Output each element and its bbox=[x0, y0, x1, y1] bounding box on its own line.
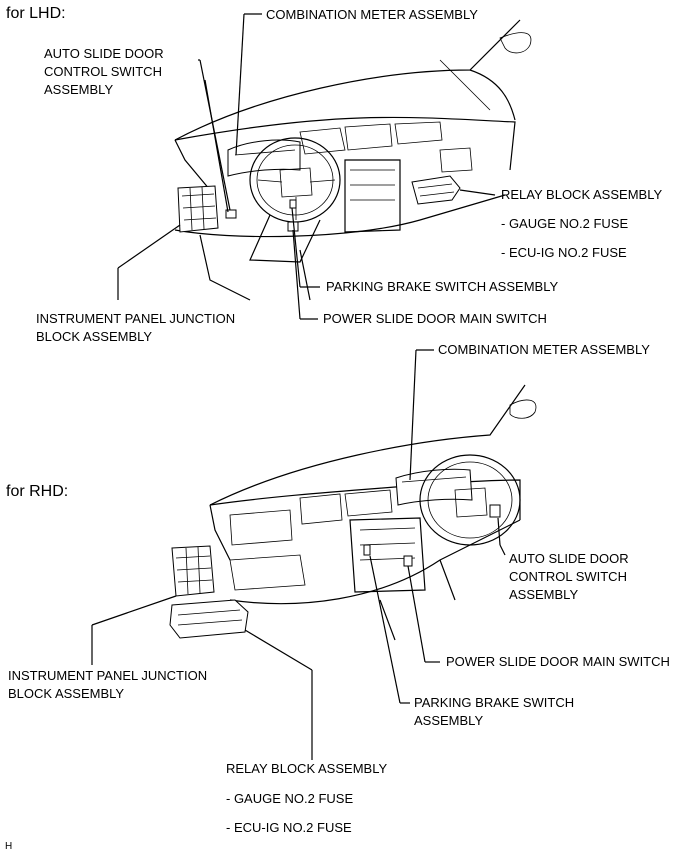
lhd-combination-meter-label: COMBINATION METER ASSEMBLY bbox=[266, 7, 478, 22]
rhd-junction-block-label: INSTRUMENT PANEL JUNCTION BLOCK ASSEMBLY bbox=[8, 668, 208, 701]
lhd-dashboard-drawing bbox=[174, 19, 532, 301]
rhd-relay-block-label: RELAY BLOCK ASSEMBLY bbox=[226, 761, 388, 776]
lhd-power-slide-door-label: POWER SLIDE DOOR MAIN SWITCH bbox=[323, 311, 547, 326]
rhd-power-slide-door-label: POWER SLIDE DOOR MAIN SWITCH bbox=[446, 654, 670, 669]
lhd-relay-block-label: RELAY BLOCK ASSEMBLY bbox=[501, 187, 663, 202]
lhd-auto-slide-door-label: AUTO SLIDE DOOR CONTROL SWITCH ASSEMBLY bbox=[44, 46, 164, 97]
lhd-gauge-fuse-label: - GAUGE NO.2 FUSE bbox=[501, 216, 629, 231]
footer-mark: H bbox=[5, 841, 13, 852]
lhd-junction-block-label: INSTRUMENT PANEL JUNCTION BLOCK ASSEMBLY bbox=[36, 311, 236, 344]
rhd-title: for RHD: bbox=[6, 483, 69, 500]
lhd-leader-lines bbox=[117, 13, 496, 320]
rhd-leader-lines bbox=[91, 349, 506, 760]
rhd-ecu-fuse-label: - ECU-IG NO.2 FUSE bbox=[226, 820, 352, 835]
rhd-dashboard-drawing bbox=[169, 384, 537, 641]
rhd-gauge-fuse-label: - GAUGE NO.2 FUSE bbox=[226, 791, 354, 806]
rhd-parking-brake-label: PARKING BRAKE SWITCH ASSEMBLY bbox=[414, 695, 575, 728]
rhd-auto-slide-door-label: AUTO SLIDE DOOR CONTROL SWITCH ASSEMBLY bbox=[509, 551, 629, 602]
lhd-title: for LHD: bbox=[6, 5, 66, 22]
lhd-parking-brake-label: PARKING BRAKE SWITCH ASSEMBLY bbox=[326, 279, 559, 294]
rhd-combination-meter-label: COMBINATION METER ASSEMBLY bbox=[438, 342, 650, 357]
lhd-ecu-fuse-label: - ECU-IG NO.2 FUSE bbox=[501, 245, 627, 260]
